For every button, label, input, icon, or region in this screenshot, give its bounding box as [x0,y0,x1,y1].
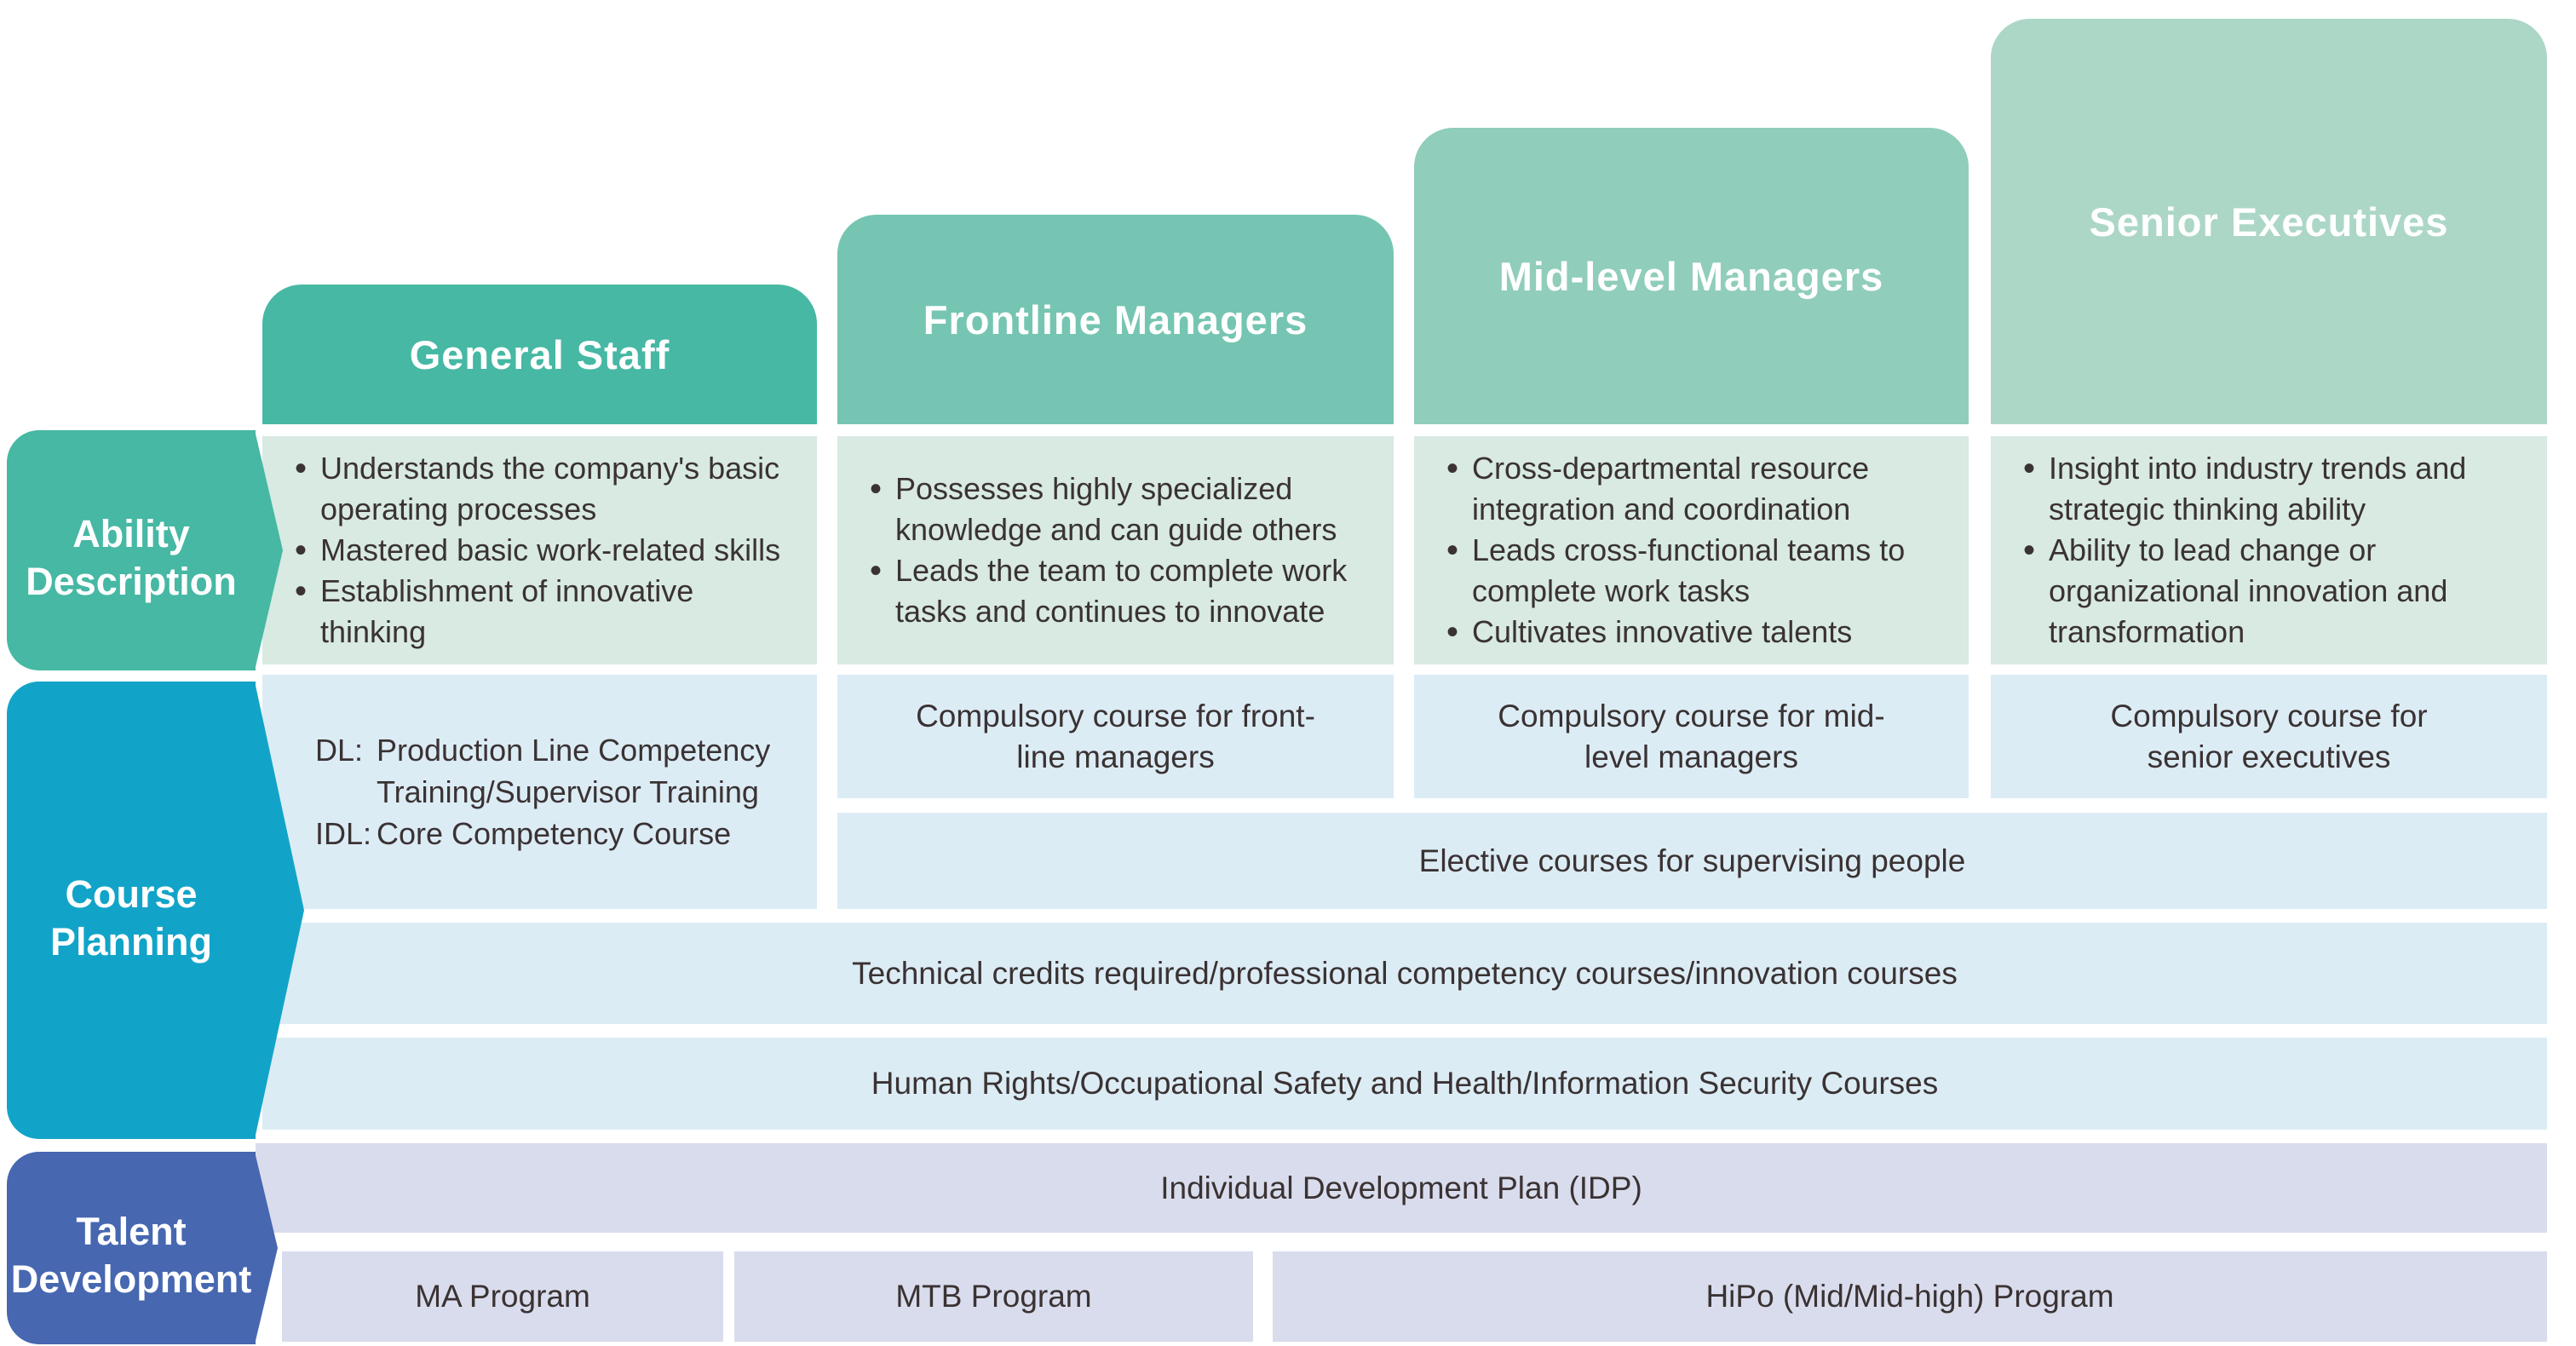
course-cell-general-staff-dl-idl: DL: Production Line Competency Training/… [262,675,817,909]
column-header-label: Mid-level Managers [1498,253,1884,299]
course-cell-human-rights: Human Rights/Occupational Safety and Hea… [262,1038,2547,1130]
column-header-label: General Staff [409,331,670,377]
ability-bullet-list: Cross-departmental resource integration … [1414,448,1969,653]
list-item: Cross-departmental resource integration … [1446,448,1950,530]
row-label-text: Course Planning [50,871,212,963]
arrow-ribbon-shape [7,430,256,670]
ability-bullet-list: Possesses highly specialized knowledge a… [837,469,1394,632]
program-text: HiPo (Mid/Mid-high) Program [1705,1279,2114,1314]
course-text: Human Rights/Occupational Safety and Hea… [871,1066,1939,1101]
course-code-label: IDL: [315,816,372,851]
column-header-label: Frontline Managers [923,296,1308,342]
list-item: Mastered basic work-related skills [295,530,798,571]
program-text: MA Program [415,1279,590,1314]
arrow-ribbon-shape [7,682,256,1139]
list-item: Cultivates innovative talents [1446,612,1950,653]
course-text: Compulsory course for senior executives [2110,698,2428,774]
program-text: Individual Development Plan (IDP) [1160,1170,1642,1205]
talent-cell-hipo-program: HiPo (Mid/Mid-high) Program [1273,1251,2547,1342]
column-header-frontline-managers: Frontline Managers [837,215,1394,424]
course-text: Technical credits required/professional … [852,955,1958,991]
talent-cell-idp: Individual Development Plan (IDP) [256,1143,2547,1233]
list-item: Establishment of innovative thinking [295,571,798,653]
list-item: Ability to lead change or organizational… [2023,530,2528,653]
arrow-ribbon-shape [7,1152,256,1344]
ability-bullet-list: Insight into industry trends and strateg… [1991,448,2547,653]
ability-cell-general-staff: Understands the company's basic operatin… [262,436,817,664]
course-text: Core Competency Course [377,816,732,851]
list-item: Leads cross-functional teams to complete… [1446,530,1950,612]
list-item: Understands the company's basic operatin… [295,448,798,530]
course-cell-elective: Elective courses for supervising people [837,813,2547,909]
ability-cell-mid-level-managers: Cross-departmental resource integration … [1414,436,1969,664]
course-text: Compulsory course for front-line manager… [916,698,1315,774]
list-item: Insight into industry trends and strateg… [2023,448,2528,530]
list-item: Possesses highly specialized knowledge a… [870,469,1375,550]
course-text: Elective courses for supervising people [1418,843,1966,878]
row-label-text: Ability Description [26,512,237,603]
column-header-senior-executives: Senior Executives [1991,19,2547,424]
column-header-general-staff: General Staff [262,285,817,424]
course-cell-compulsory-frontline: Compulsory course for front-line manager… [837,675,1394,798]
ability-bullet-list: Understands the company's basic operatin… [262,448,817,653]
course-cell-compulsory-midlevel: Compulsory course for mid-level managers [1414,675,1969,798]
column-header-label: Senior Executives [2089,198,2449,244]
course-text: Production Line Competency Training/Supe… [377,733,771,809]
talent-cell-mtb-program: MTB Program [734,1251,1253,1342]
ability-cell-frontline-managers: Possesses highly specialized knowledge a… [837,436,1394,664]
course-cell-technical: Technical credits required/professional … [262,923,2547,1024]
dl-idl-course-list: DL: Production Line Competency Training/… [262,729,785,854]
row-label-text: Talent Development [10,1210,252,1301]
course-code-label: DL: [315,733,364,768]
column-header-mid-level-managers: Mid-level Managers [1414,128,1969,424]
program-text: MTB Program [895,1279,1092,1314]
talent-cell-ma-program: MA Program [282,1251,723,1342]
course-text: Compulsory course for mid-level managers [1498,698,1885,774]
course-cell-compulsory-senior: Compulsory course for senior executives [1991,675,2547,798]
ability-cell-senior-executives: Insight into industry trends and strateg… [1991,436,2547,664]
list-item: Leads the team to complete work tasks an… [870,550,1375,632]
